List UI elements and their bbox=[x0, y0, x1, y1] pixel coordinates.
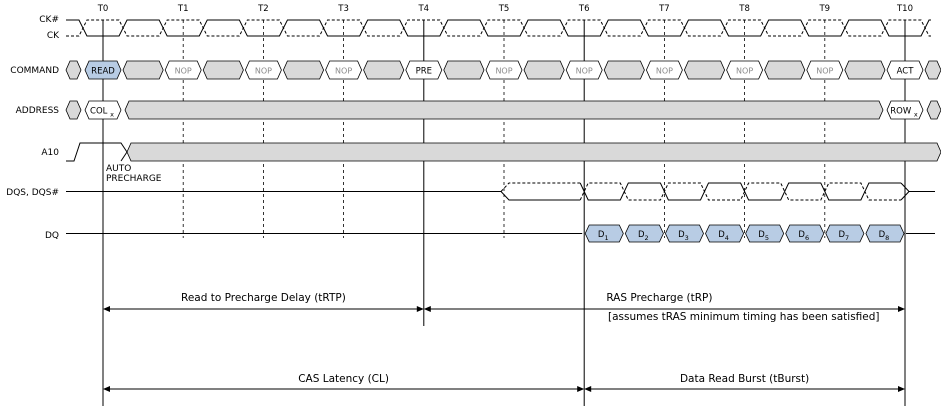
command-cell-label: NOP bbox=[656, 67, 673, 76]
signal-label-dq: DQ bbox=[45, 231, 59, 241]
signal-label-ck: CK bbox=[47, 31, 60, 41]
tburst-label: Data Read Burst (tBurst) bbox=[680, 373, 809, 385]
clock-label: T1 bbox=[177, 4, 189, 14]
dqs-waveform bbox=[579, 182, 901, 201]
clock-label: T10 bbox=[896, 4, 913, 14]
command-cell-label: PRE bbox=[416, 67, 432, 77]
command-fill-segment bbox=[924, 60, 941, 80]
dqs-postamble-edge bbox=[900, 191, 910, 201]
signal-label-a10: A10 bbox=[41, 148, 59, 158]
command-cell-label: NOP bbox=[736, 67, 753, 76]
command-cell-label: NOP bbox=[495, 67, 512, 76]
a10-fill-segment bbox=[126, 142, 941, 162]
clock-label: T6 bbox=[578, 4, 590, 14]
dq-data-label: D7 bbox=[839, 230, 850, 242]
dq-data-cell bbox=[664, 224, 704, 243]
command-fill-segment bbox=[282, 60, 325, 80]
command-cell bbox=[726, 60, 764, 80]
clock-label: T5 bbox=[498, 4, 510, 14]
dq-data-label: D8 bbox=[879, 230, 890, 242]
command-fill-segment bbox=[523, 60, 565, 80]
dqs-postamble bbox=[900, 182, 935, 192]
dq-data-cell bbox=[624, 224, 664, 243]
address-cell-label: COL x bbox=[90, 107, 114, 119]
signal-label-dqs: DQS, DQS# bbox=[6, 188, 59, 198]
clock-label: T2 bbox=[257, 4, 269, 14]
dq-data-cell bbox=[865, 224, 905, 243]
dq-data-label: D4 bbox=[718, 230, 729, 242]
address-fill-segment bbox=[124, 100, 884, 120]
command-fill-segment bbox=[65, 60, 82, 80]
address-cell bbox=[84, 100, 122, 120]
clock-label: T0 bbox=[97, 4, 109, 14]
address-fill-segment bbox=[65, 100, 82, 120]
command-cell-label: NOP bbox=[335, 67, 352, 76]
dq-data-cell bbox=[785, 224, 825, 243]
dqs-preamble-lower bbox=[500, 191, 581, 201]
dq-data-label: D2 bbox=[638, 230, 649, 242]
command-fill-segment bbox=[443, 60, 485, 80]
signal-label-ck-n: CK# bbox=[39, 15, 59, 25]
a10-high-pulse bbox=[99, 142, 128, 153]
cl-label: CAS Latency (CL) bbox=[298, 373, 389, 385]
clock-label: T8 bbox=[738, 4, 750, 14]
a10-low-edge bbox=[120, 151, 128, 162]
ck-waveform bbox=[66, 19, 931, 37]
command-fill-segment bbox=[844, 60, 886, 80]
command-fill-segment bbox=[683, 60, 726, 80]
command-fill-segment bbox=[122, 60, 164, 80]
command-cell bbox=[405, 60, 443, 80]
command-fill-segment bbox=[764, 60, 806, 80]
trp-label: RAS Precharge (tRP) bbox=[606, 292, 712, 304]
trtp-dimension-arrow bbox=[103, 306, 424, 312]
signal-label-command: COMMAND bbox=[10, 66, 59, 76]
dq-data-cell bbox=[705, 224, 745, 243]
clock-label: T7 bbox=[658, 4, 670, 14]
signal-label-address: ADDRESS bbox=[16, 106, 60, 116]
command-cell bbox=[164, 60, 202, 80]
dq-data-cell bbox=[745, 224, 785, 243]
clock-label: T3 bbox=[337, 4, 349, 14]
command-cell bbox=[325, 60, 363, 80]
command-cell bbox=[645, 60, 683, 80]
dq-data-label: D3 bbox=[678, 230, 689, 242]
trp-note: [assumes tRAS minimum timing has been sa… bbox=[608, 311, 880, 323]
trp-dimension-arrow bbox=[423, 306, 905, 312]
a10-note-line2: PRECHARGE bbox=[106, 174, 162, 184]
command-cell-label: ACT bbox=[897, 67, 915, 77]
command-cell-label: NOP bbox=[255, 67, 272, 76]
dq-data-label: D5 bbox=[758, 230, 769, 242]
trtp-label: Read to Precharge Delay (tRTP) bbox=[181, 292, 346, 304]
command-cell bbox=[886, 60, 924, 80]
dq-data-label: D6 bbox=[798, 230, 809, 242]
a10-waveform bbox=[66, 142, 99, 162]
command-cell bbox=[84, 60, 122, 80]
clock-label: T4 bbox=[417, 4, 429, 14]
address-fill-segment bbox=[926, 100, 941, 120]
command-cell-label: NOP bbox=[175, 67, 192, 76]
dqs-preamble-upper bbox=[500, 182, 581, 192]
command-fill-segment bbox=[202, 60, 244, 80]
dq-data-label: D1 bbox=[598, 230, 609, 242]
ck-n-waveform bbox=[66, 19, 931, 37]
command-cell bbox=[565, 60, 603, 80]
cl-dimension-arrow bbox=[103, 386, 585, 392]
a10-note-line1: AUTO bbox=[106, 164, 131, 174]
address-cell-label: ROW x bbox=[890, 107, 918, 119]
command-cell bbox=[244, 60, 282, 80]
command-cell bbox=[485, 60, 523, 80]
command-fill-segment bbox=[363, 60, 405, 80]
dqs-n-waveform bbox=[579, 182, 901, 201]
dq-data-cell bbox=[584, 224, 624, 243]
dq-data-cell bbox=[825, 224, 865, 243]
command-cell-label: NOP bbox=[816, 67, 833, 76]
tburst-dimension-arrow bbox=[584, 386, 905, 392]
address-cell bbox=[886, 100, 924, 120]
clock-label: T9 bbox=[818, 4, 830, 14]
command-cell-label: NOP bbox=[576, 67, 593, 76]
command-cell-label: READ bbox=[91, 67, 115, 77]
command-fill-segment bbox=[603, 60, 645, 80]
command-cell bbox=[806, 60, 844, 80]
